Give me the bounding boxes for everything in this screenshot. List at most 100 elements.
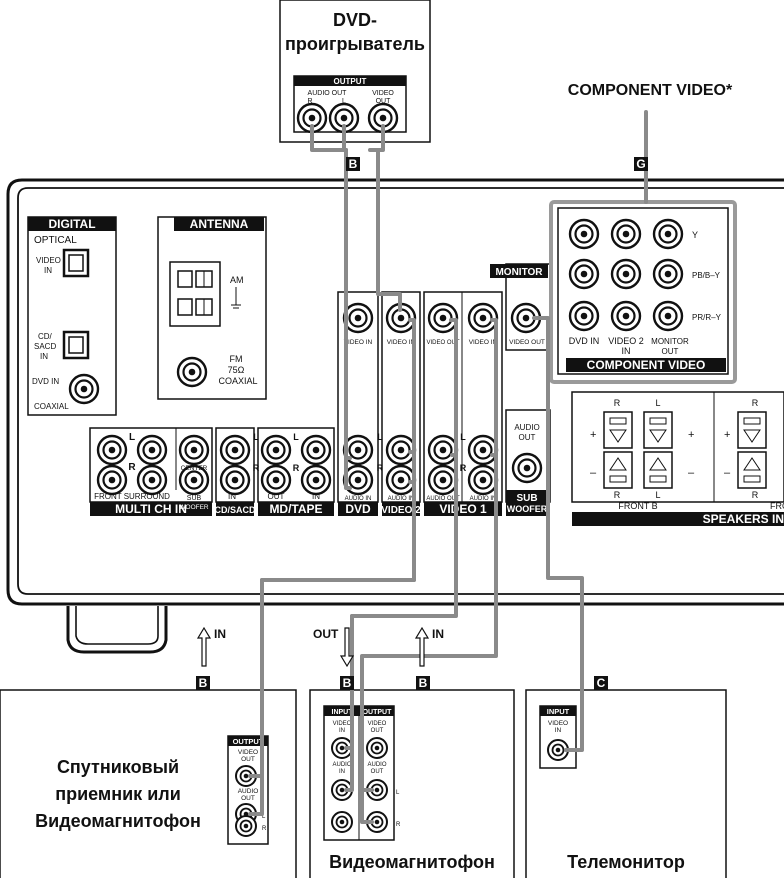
satellite-title: Спутниковый (57, 757, 179, 777)
svg-text:INPUT: INPUT (547, 707, 570, 716)
svg-text:75Ω: 75Ω (228, 365, 245, 375)
svg-text:WOOFER: WOOFER (507, 504, 548, 514)
svg-text:VIDEO IN: VIDEO IN (344, 339, 373, 346)
md-in-r-jack[interactable] (300, 464, 332, 496)
comp-video2-pr-jack[interactable] (610, 300, 642, 332)
comp-dvd-pb-jack[interactable] (568, 258, 600, 290)
cable-monitor-c (532, 316, 584, 752)
svg-text:MONITOR: MONITOR (495, 267, 543, 278)
satellite-receiver-device: Спутниковый приемник или Видеомагнитофон… (0, 689, 297, 878)
svg-text:WOOFER: WOOFER (179, 504, 209, 511)
subwoofer-section: AUDIO OUT SUB WOOFER (505, 409, 551, 516)
md-out-l-jack[interactable] (260, 434, 292, 466)
svg-text:R: R (253, 463, 260, 473)
arrow-up-icon (414, 626, 430, 667)
svg-text:R: R (752, 490, 759, 500)
svg-text:L: L (377, 432, 383, 442)
comp-monitor-pr-jack[interactable] (652, 300, 684, 332)
md-in-l-jack[interactable] (300, 434, 332, 466)
svg-text:–: – (688, 467, 695, 479)
video1-audio-in-l-jack[interactable] (467, 434, 499, 466)
svg-text:VIDEO 1: VIDEO 1 (439, 502, 487, 516)
svg-text:OUT: OUT (662, 347, 679, 356)
svg-text:проигрыватель: проигрыватель (285, 34, 425, 54)
svg-text:R: R (396, 822, 401, 828)
cd-l-jack[interactable] (219, 434, 251, 466)
comp-monitor-y-jack[interactable] (652, 218, 684, 250)
multi-surround-l-jack[interactable] (136, 434, 168, 466)
svg-text:VIDEO: VIDEO (238, 749, 258, 756)
svg-text:AUDIO: AUDIO (238, 788, 259, 795)
svg-text:L: L (342, 98, 346, 105)
svg-text:–: – (724, 467, 731, 479)
svg-text:DVD IN: DVD IN (32, 377, 59, 386)
svg-text:R: R (307, 98, 312, 105)
coaxial-dvd-jack[interactable] (68, 373, 100, 405)
comp-dvd-y-jack[interactable] (568, 218, 600, 250)
cd-sacd-section: IN CD/SACD (214, 427, 256, 516)
comp-video2-y-jack[interactable] (610, 218, 642, 250)
svg-text:AUDIO OUT: AUDIO OUT (308, 90, 348, 97)
md-out-r-jack[interactable] (260, 464, 292, 496)
svg-text:R: R (262, 826, 267, 832)
svg-text:VIDEO IN: VIDEO IN (387, 339, 416, 346)
svg-text:AUDIO IN: AUDIO IN (345, 496, 372, 502)
subwoofer-out-jack[interactable] (511, 452, 543, 484)
dvd-video-in-jack[interactable] (342, 302, 374, 334)
svg-text:OUT: OUT (376, 98, 392, 105)
vcr-audio-in-r-jack[interactable] (331, 811, 353, 833)
svg-text:VIDEO 2: VIDEO 2 (36, 256, 68, 265)
multi-surround-r-jack[interactable] (136, 464, 168, 496)
svg-text:VIDEO IN: VIDEO IN (469, 339, 498, 346)
svg-text:IN: IN (339, 728, 345, 734)
svg-text:PB/B–Y: PB/B–Y (692, 271, 721, 280)
md-tape-section: OUT IN MD/TAPE L R L R (253, 427, 335, 516)
multi-center-jack[interactable] (178, 434, 210, 466)
svg-text:AUDIO IN: AUDIO IN (470, 496, 497, 502)
comp-dvd-pr-jack[interactable] (568, 300, 600, 332)
multi-front-r-jack[interactable] (96, 464, 128, 496)
svg-text:VIDEO: VIDEO (333, 721, 352, 727)
video1-audio-in-r-jack[interactable] (467, 464, 499, 496)
svg-text:FM: FM (230, 354, 243, 364)
sat-audio-out-r-jack[interactable] (235, 815, 257, 837)
svg-text:OUTPUT: OUTPUT (334, 77, 367, 86)
comp-monitor-pb-jack[interactable] (652, 258, 684, 290)
svg-text:INPUT: INPUT (332, 709, 354, 716)
svg-text:VIDEO 2: VIDEO 2 (381, 505, 421, 516)
digital-section: DIGITAL OPTICAL VIDEO 2 IN CD/ SACD IN D… (27, 216, 117, 416)
svg-text:Y: Y (692, 230, 698, 240)
svg-text:DVD IN: DVD IN (569, 336, 600, 346)
arrow-down-icon (339, 627, 355, 668)
cd-r-jack[interactable] (219, 464, 251, 496)
svg-text:IN: IN (555, 727, 562, 734)
svg-text:L: L (655, 490, 660, 500)
svg-text:IN: IN (339, 769, 345, 775)
svg-text:OUT: OUT (371, 769, 384, 775)
svg-text:AUDIO: AUDIO (514, 423, 539, 432)
receiver-rear-panel (6, 178, 784, 654)
component-video-section: Y PB/B–Y PR/R–Y DVD IN VIDEO 2 IN MONITO… (549, 200, 737, 384)
svg-text:R: R (460, 463, 467, 473)
svg-text:AUDIO: AUDIO (332, 762, 351, 768)
svg-text:R: R (128, 462, 136, 473)
fm-antenna-jack[interactable] (176, 356, 208, 388)
svg-text:DVD: DVD (345, 502, 371, 516)
svg-text:VIDEO 2: VIDEO 2 (608, 336, 644, 346)
video1-audio-out-l-jack[interactable] (427, 434, 459, 466)
svg-text:COMPONENT VIDEO: COMPONENT VIDEO (587, 358, 706, 372)
svg-text:G: G (636, 157, 645, 171)
multi-front-l-jack[interactable] (96, 434, 128, 466)
cable-dvd-video (376, 148, 402, 312)
svg-text:IN: IN (622, 346, 631, 356)
svg-text:приемник или: приемник или (55, 784, 181, 804)
vcr-video-out-jack[interactable] (366, 737, 388, 759)
svg-text:OUTPUT: OUTPUT (233, 737, 264, 746)
multi-ch-in-section: L R FRONT SURROUND CENTER SUB MULTI CH I… (89, 427, 213, 516)
vcr-title: Видеомагнитофон (329, 852, 495, 872)
svg-text:Видеомагнитофон: Видеомагнитофон (35, 811, 201, 831)
svg-text:R: R (293, 463, 300, 473)
vcr-device: INPUT OUTPUT VIDEO IN VIDEO OUT AUDIO IN… (309, 689, 515, 878)
comp-video2-pb-jack[interactable] (610, 258, 642, 290)
video1-audio-out-r-jack[interactable] (427, 464, 459, 496)
